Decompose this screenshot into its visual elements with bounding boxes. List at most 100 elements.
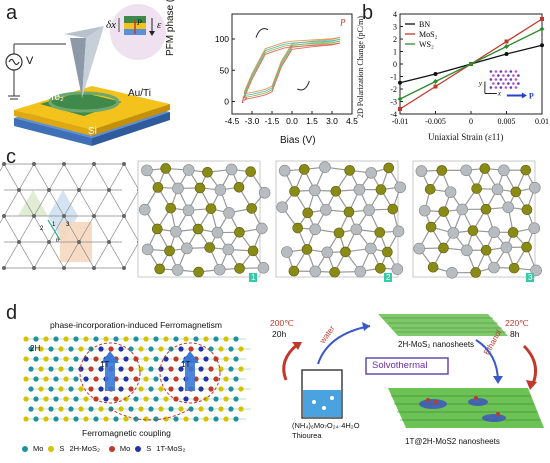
s-atom bbox=[245, 166, 257, 177]
s-atom bbox=[480, 244, 492, 256]
strain-point bbox=[540, 17, 544, 21]
lattice-atom bbox=[213, 396, 219, 402]
s-atom bbox=[192, 223, 204, 235]
strain-point bbox=[397, 96, 403, 102]
mo-atom bbox=[171, 264, 184, 276]
legend-dot-s bbox=[48, 445, 55, 452]
lattice-atom bbox=[198, 366, 204, 372]
lattice-node bbox=[47, 188, 51, 192]
strain-label: δx bbox=[106, 19, 116, 31]
lattice-atom bbox=[33, 416, 39, 422]
lattice-line bbox=[3, 241, 20, 269]
legend-s-2h: S bbox=[59, 444, 65, 453]
lattice-atom bbox=[108, 346, 114, 352]
lattice-atom bbox=[223, 376, 229, 382]
mo-atom bbox=[213, 263, 226, 276]
lattice-atom bbox=[238, 406, 244, 412]
lattice-atom bbox=[238, 366, 244, 372]
lattice-atom bbox=[233, 396, 239, 402]
lattice-atom bbox=[143, 376, 149, 382]
lattice-atom bbox=[33, 356, 39, 362]
lattice-atom bbox=[58, 406, 64, 412]
lattice-line bbox=[18, 189, 35, 217]
mo-atom bbox=[446, 266, 458, 279]
s-atom bbox=[507, 227, 519, 238]
strain-xtick-label: -0.01 bbox=[392, 117, 409, 126]
lattice-atom bbox=[23, 376, 29, 382]
inset-atom bbox=[514, 86, 518, 89]
s-atom bbox=[382, 246, 393, 258]
lattice-atom bbox=[193, 396, 199, 402]
lattice-node bbox=[62, 214, 66, 218]
lattice-atom bbox=[233, 336, 239, 342]
lattice-atom bbox=[88, 406, 94, 412]
label-1t-left: 1T bbox=[100, 360, 110, 369]
temp-right: 220℃ bbox=[505, 318, 529, 328]
pfm-frame bbox=[231, 13, 353, 115]
lattice-line bbox=[123, 215, 140, 243]
legend-s-1t: S bbox=[146, 444, 152, 453]
electrode-label: Au/Ti bbox=[128, 88, 151, 99]
spin-arrowhead bbox=[181, 351, 199, 363]
diagram-vector bbox=[47, 219, 61, 241]
lattice-line bbox=[108, 189, 125, 217]
lattice-atom bbox=[203, 416, 209, 422]
device-schematic bbox=[5, 4, 170, 146]
s-atom bbox=[204, 242, 216, 253]
lattice-atom bbox=[208, 406, 214, 412]
mo-atom bbox=[365, 242, 377, 255]
lattice-atom bbox=[153, 396, 159, 402]
lattice-atom bbox=[153, 336, 159, 342]
lattice-node bbox=[122, 162, 126, 166]
pfm-xtick-label: 1.5 bbox=[306, 116, 318, 126]
lattice-atom bbox=[58, 366, 64, 372]
lattice-atom bbox=[98, 366, 104, 372]
lattice-line bbox=[33, 163, 50, 191]
1t-region bbox=[79, 342, 141, 404]
mo-atom bbox=[350, 223, 363, 236]
lattice-atom bbox=[178, 386, 184, 392]
structure-frame bbox=[275, 160, 399, 278]
lattice-line bbox=[48, 189, 65, 217]
strain-ytick-label: 3 bbox=[393, 23, 397, 32]
mo-atom bbox=[391, 263, 404, 275]
inset-atom bbox=[509, 70, 513, 73]
lattice-line bbox=[78, 163, 95, 191]
lattice-atom bbox=[103, 416, 109, 422]
lattice-atom bbox=[123, 356, 129, 362]
lattice-line bbox=[78, 215, 95, 243]
lattice-atom bbox=[88, 386, 94, 392]
lattice-node bbox=[32, 162, 36, 166]
mo-atom bbox=[460, 164, 472, 177]
pfm-series-line bbox=[243, 38, 341, 95]
s-atom bbox=[288, 265, 300, 277]
mo-atom bbox=[181, 242, 193, 255]
reagent-2: Thiourea bbox=[292, 431, 322, 440]
lattice-atom bbox=[193, 416, 199, 422]
lattice-line bbox=[93, 163, 110, 191]
s-atom bbox=[520, 164, 532, 176]
lattice-atom bbox=[43, 336, 49, 342]
lattice-line bbox=[48, 163, 65, 191]
lattice-line bbox=[0, 163, 5, 172]
lattice-atom bbox=[228, 366, 234, 372]
mo-atom bbox=[211, 226, 224, 239]
mo-atom bbox=[321, 246, 334, 259]
lattice-atom bbox=[68, 406, 74, 412]
mo-atom bbox=[488, 261, 500, 274]
spin-arrowhead bbox=[101, 351, 119, 363]
lattice-atom bbox=[63, 336, 69, 342]
inset-atom bbox=[499, 86, 503, 89]
lattice-atom bbox=[33, 396, 39, 402]
inset-atom bbox=[502, 74, 505, 77]
mo-atom bbox=[309, 223, 321, 236]
lattice-node bbox=[92, 266, 96, 270]
lattice-atom bbox=[123, 416, 129, 422]
mo-atom bbox=[278, 164, 291, 177]
pfm-ytick-label: 50 bbox=[220, 65, 230, 75]
lattice-atom bbox=[213, 416, 219, 422]
lattice-atom bbox=[128, 346, 134, 352]
lattice-atom bbox=[223, 416, 229, 422]
pfm-series-line bbox=[243, 42, 341, 99]
